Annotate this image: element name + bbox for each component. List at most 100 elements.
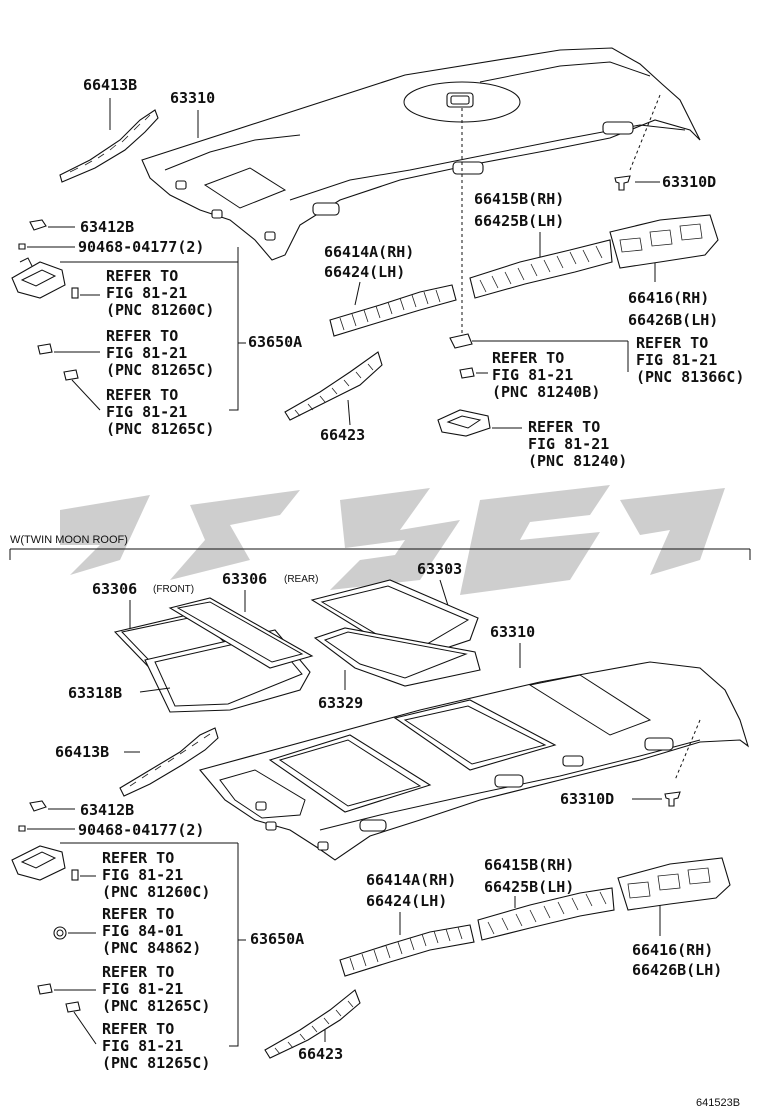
svg-text:(PNC 81265C): (PNC 81265C) [106, 361, 214, 379]
svg-text:REFER TO: REFER TO [102, 963, 174, 981]
label-63318B: 63318B [68, 684, 122, 702]
clip-63310D-top [614, 175, 660, 191]
label-63310-top: 63310 [170, 89, 215, 107]
screw-90468-bottom [18, 825, 239, 1047]
svg-text:FIG 81-21: FIG 81-21 [528, 435, 609, 453]
label-66414A-top: 66414A(RH) [324, 243, 414, 261]
watermark [60, 485, 725, 595]
label-90468-bottom: 90468-04177(2) [78, 821, 204, 839]
label-90468-top: 90468-04177(2) [78, 238, 204, 256]
part-66423-bottom [264, 989, 361, 1059]
svg-text:(PNC 81265C): (PNC 81265C) [102, 1054, 210, 1072]
label-63303: 63303 [417, 560, 462, 578]
sunshade-rear [168, 597, 314, 669]
svg-text:(PNC 81260C): (PNC 81260C) [106, 301, 214, 319]
clip-63310D-bottom [632, 791, 681, 807]
map-lamp-top [11, 257, 238, 299]
label-66414A-bottom: 66414A(RH) [366, 871, 456, 889]
svg-text:REFER TO: REFER TO [528, 418, 600, 436]
svg-text:(PNC 84862): (PNC 84862) [102, 939, 201, 957]
label-63412B-top: 63412B [80, 218, 134, 236]
label-63306-front-note: (FRONT) [153, 584, 194, 595]
svg-text:REFER TO: REFER TO [102, 1020, 174, 1038]
label-66416-top: 66416(RH) [628, 289, 709, 307]
label-63310D-bottom: 63310D [560, 790, 614, 808]
svg-text:(PNC 81265C): (PNC 81265C) [102, 997, 210, 1015]
section-divider: W(TWIN MOON ROOF) [9, 534, 751, 560]
part-66414A-bottom [339, 924, 475, 977]
svg-text:FIG 81-21: FIG 81-21 [102, 866, 183, 884]
ref-2-top: REFER TO FIG 81-21 (PNC 81265C) [37, 327, 214, 379]
glass-63303 [310, 579, 481, 687]
label-66415B-top: 66415B(RH) [474, 190, 564, 208]
label-66413B-top: 66413B [83, 76, 137, 94]
part-66413B-bottom [119, 727, 219, 797]
ref-4-bottom: REFER TO FIG 81-21 (PNC 81265C) [65, 1001, 210, 1072]
svg-text:REFER TO: REFER TO [106, 267, 178, 285]
label-63329: 63329 [318, 694, 363, 712]
ref-1-top: REFER TO FIG 81-21 (PNC 81260C) [80, 267, 214, 319]
svg-text:REFER TO: REFER TO [106, 386, 178, 404]
svg-text:FIG 81-21: FIG 81-21 [106, 403, 187, 421]
svg-text:REFER TO: REFER TO [492, 349, 564, 367]
label-63650A-top: 63650A [248, 333, 302, 351]
label-66413B-bottom: 66413B [55, 743, 109, 761]
part-66416-bottom [617, 857, 731, 911]
top-headliner-63310 [141, 47, 701, 335]
label-66424-top: 66424(LH) [324, 263, 405, 281]
figure-id: 641523B [696, 1097, 740, 1109]
svg-text:REFER TO: REFER TO [102, 849, 174, 867]
svg-text:(PNC 81265C): (PNC 81265C) [106, 420, 214, 438]
part-66423-top [284, 351, 383, 421]
ref-4-top: REFER TO FIG 81-21 (PNC 81240B) [459, 349, 600, 401]
ref-5-top: REFER TO FIG 81-21 (PNC 81366C) [636, 334, 744, 386]
label-63310D-top: 63310D [662, 173, 716, 191]
svg-text:FIG 81-21: FIG 81-21 [106, 344, 187, 362]
label-63306-front: 63306 [92, 580, 137, 598]
clip-63412B-top [29, 219, 75, 231]
svg-text:REFER TO: REFER TO [102, 905, 174, 923]
svg-text:FIG 81-21: FIG 81-21 [102, 1037, 183, 1055]
svg-text:(PNC 81260C): (PNC 81260C) [102, 883, 210, 901]
label-66425B-bottom: 66425B(LH) [484, 878, 574, 896]
label-66424-bottom: 66424(LH) [366, 892, 447, 910]
svg-text:FIG 84-01: FIG 84-01 [102, 922, 183, 940]
label-63310-bottom: 63310 [490, 623, 535, 641]
part-66413B-top [59, 98, 159, 183]
svg-text:(PNC 81240B): (PNC 81240B) [492, 383, 600, 401]
ref-2-bottom: REFER TO FIG 84-01 (PNC 84862) [53, 905, 201, 957]
svg-text:REFER TO: REFER TO [106, 327, 178, 345]
map-lamp-bottom [11, 842, 238, 881]
part-66414A-top [329, 284, 457, 337]
ref-6-top: REFER TO FIG 81-21 (PNC 81240) [437, 409, 627, 470]
ref-1-bottom: REFER TO FIG 81-21 (PNC 81260C) [80, 849, 210, 901]
bottom-headliner-63310 [199, 661, 750, 861]
svg-text:(PNC 81366C): (PNC 81366C) [636, 368, 744, 386]
clip-63412B-bottom [29, 800, 75, 812]
clip-center-top [449, 333, 629, 372]
part-66415B-top [469, 239, 613, 299]
label-63650A-bottom: 63650A [250, 930, 304, 948]
svg-text:FIG 81-21: FIG 81-21 [492, 366, 573, 384]
ref-3-bottom: REFER TO FIG 81-21 (PNC 81265C) [37, 963, 210, 1015]
svg-text:(PNC 81240): (PNC 81240) [528, 452, 627, 470]
svg-text:FIG 81-21: FIG 81-21 [102, 980, 183, 998]
svg-text:FIG 81-21: FIG 81-21 [106, 284, 187, 302]
label-66425B-top: 66425B(LH) [474, 212, 564, 230]
label-63306-rear-note: (REAR) [284, 574, 318, 585]
svg-text:FIG 81-21: FIG 81-21 [636, 351, 717, 369]
label-66426B-bottom: 66426B(LH) [632, 961, 722, 979]
caption-twin-moon-roof: W(TWIN MOON ROOF) [10, 534, 128, 546]
label-63306-rear: 63306 [222, 570, 267, 588]
ref-3-top: REFER TO FIG 81-21 (PNC 81265C) [63, 369, 214, 438]
label-66423-top: 66423 [320, 426, 365, 444]
svg-text:REFER TO: REFER TO [636, 334, 708, 352]
screw-90468-top [18, 243, 239, 411]
label-66426B-top: 66426B(LH) [628, 311, 718, 329]
label-63412B-bottom: 63412B [80, 801, 134, 819]
part-66416-top [609, 214, 719, 269]
part-66415B-bottom [477, 887, 615, 941]
label-66416-bottom: 66416(RH) [632, 941, 713, 959]
label-66415B-bottom: 66415B(RH) [484, 856, 574, 874]
